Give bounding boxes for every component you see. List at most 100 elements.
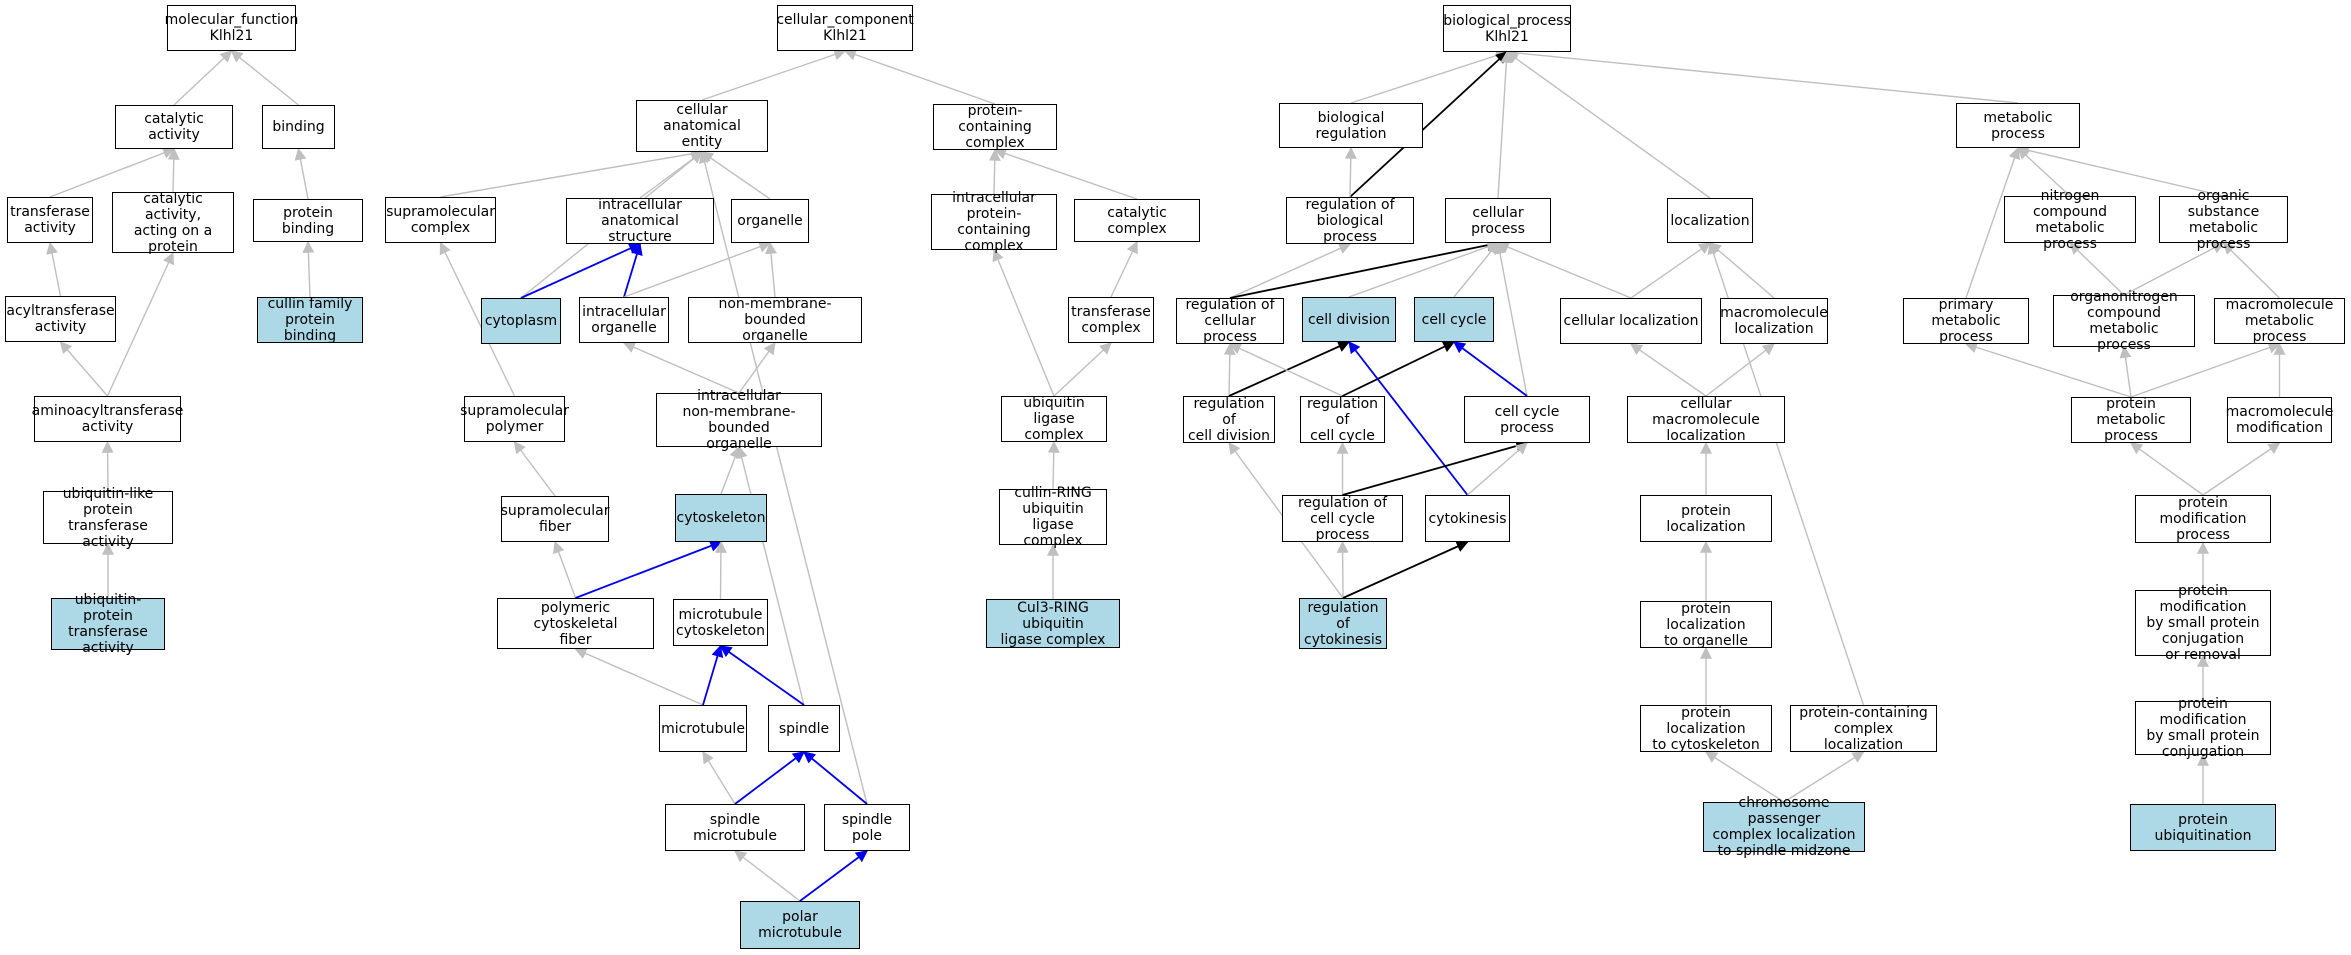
node-intracellular-protein-containing-complex[interactable]: intracellular protein-containing complex — [931, 190, 1057, 254]
node-primary-metabolic-process[interactable]: primary metabolic process — [1903, 297, 2029, 345]
node-protein-containing-complex[interactable]: protein-containing complex — [933, 103, 1057, 151]
edge-primary_met-to-metabolic — [1965, 146, 2021, 299]
edge-ub_ligase_complex-to-intra_prot_complex — [992, 248, 1055, 397]
edge-protein_mod-to-protein_met — [2130, 442, 2204, 496]
edge-protein_binding-to-binding — [294, 147, 309, 200]
edge-polar_mt-to-spindle_mt — [734, 850, 801, 902]
edge-transferase_complex-to-catalytic_complex — [1110, 240, 1138, 298]
edge-reg_cell_division-to-cell_division — [1228, 340, 1351, 397]
edge-organic_met-to-metabolic — [2016, 144, 2224, 197]
node-ubiquitin-ligase-complex[interactable]: ubiquitin ligase complex — [1001, 395, 1107, 443]
node-organelle[interactable]: organelle — [731, 199, 809, 243]
edge-reg_bio_process-to-bio_reg — [1344, 146, 1357, 198]
node-cellular-localization[interactable]: cellular localization — [1560, 298, 1702, 344]
node-cellular-macromolecule-localization[interactable]: cellular macromolecule localization — [1627, 396, 1785, 444]
node-spindle-pole[interactable]: spindle pole — [824, 804, 910, 851]
node-supramolecular-polymer[interactable]: supramolecular polymer — [460, 396, 569, 442]
node-molecular-function-root[interactable]: molecular_function Klhl21 — [165, 5, 298, 51]
edge-cellular_process-to-bp_root — [1497, 50, 1513, 199]
node-cell-division[interactable]: cell division — [1302, 297, 1396, 342]
node-chromosome-passenger-complex-localization[interactable]: chromosome passenger complex localizatio… — [1703, 795, 1865, 859]
node-supramolecular-fiber[interactable]: supramolecular fiber — [501, 496, 609, 542]
edge-reg_cellular_process-to-cellular_process — [1229, 239, 1500, 299]
node-cytokinesis[interactable]: cytokinesis — [1425, 495, 1510, 542]
edge-reg_cell_cycle-to-cell_cycle — [1342, 341, 1456, 397]
node-macromolecule-metabolic-process[interactable]: macromolecule metabolic process — [2214, 297, 2345, 345]
node-cul3-ring-ubiquitin-ligase-complex[interactable]: Cul3-RING ubiquitin ligase complex — [986, 599, 1120, 648]
edge-catalytic_complex-to-prot_complex — [993, 147, 1138, 200]
node-cytoplasm[interactable]: cytoplasm — [481, 298, 561, 344]
node-acyltransferase-activity[interactable]: acyltransferase activity — [5, 296, 116, 342]
edge-cell_cycle_process-to-cell_cycle — [1453, 341, 1528, 397]
node-ubiquitin-protein-transferase[interactable]: ubiquitin-protein transferase activity — [51, 592, 165, 656]
node-protein-metabolic-process[interactable]: protein metabolic process — [2071, 396, 2191, 444]
node-cellular-process[interactable]: cellular process — [1445, 198, 1551, 243]
edge-cell_cycle-to-cellular_process — [1453, 242, 1499, 298]
node-binding[interactable]: binding — [262, 105, 335, 149]
node-regulation-of-cell-division[interactable]: regulation of cell division — [1183, 396, 1275, 444]
node-catalytic-activity-on-protein[interactable]: catalytic activity, acting on a protein — [112, 191, 234, 255]
edge-ubl_transferase-to-aminoacyl — [101, 440, 114, 492]
node-spindle-microtubule[interactable]: spindle microtubule — [665, 804, 805, 851]
node-protein-localization-to-organelle[interactable]: protein localization to organelle — [1640, 601, 1772, 649]
node-protein-containing-complex-localization[interactable]: protein-containing complex localization — [1790, 705, 1937, 753]
node-regulation-of-cellular-process[interactable]: regulation of cellular process — [1176, 297, 1284, 345]
node-intracellular-non-membrane-bounded-organelle[interactable]: intracellular non-membrane-bounded organ… — [656, 388, 822, 452]
edge-ub_ligase_complex-to-transferase_complex — [1053, 342, 1112, 397]
edge-cytoplasm-to-intra_anat — [520, 242, 642, 299]
node-protein-modification-small-protein-conjugation[interactable]: protein modification by small protein co… — [2135, 696, 2271, 760]
node-cullin-ring-ubiquitin-ligase-complex[interactable]: cullin-RING ubiquitin ligase complex — [999, 485, 1107, 549]
node-regulation-of-cell-cycle[interactable]: regulation of cell cycle — [1300, 396, 1385, 444]
node-supramolecular-complex[interactable]: supramolecular complex — [385, 197, 496, 243]
node-transferase-complex[interactable]: transferase complex — [1068, 297, 1154, 343]
node-metabolic-process[interactable]: metabolic process — [1956, 103, 2080, 148]
node-cell-cycle[interactable]: cell cycle — [1414, 297, 1494, 342]
node-regulation-of-biological-process[interactable]: regulation of biological process — [1286, 197, 1414, 245]
edge-nmb_organelle-to-organelle — [765, 241, 777, 298]
edge-cell_macromol_loc-to-cell_localization — [1630, 343, 1707, 397]
node-localization[interactable]: localization — [1667, 198, 1753, 243]
node-catalytic-activity[interactable]: catalytic activity — [115, 105, 233, 149]
node-regulation-of-cell-cycle-process[interactable]: regulation of cell cycle process — [1282, 495, 1403, 543]
node-cell-cycle-process[interactable]: cell cycle process — [1464, 396, 1590, 443]
edge-intra_organelle-to-intra_anat — [623, 242, 643, 298]
node-non-membrane-bounded-organelle[interactable]: non-membrane-bounded organelle — [688, 296, 862, 344]
node-ubiquitin-like-protein-transferase[interactable]: ubiquitin-like protein transferase activ… — [43, 486, 173, 550]
node-intracellular-anatomical-structure[interactable]: intracellular anatomical structure — [566, 197, 714, 245]
node-aminoacyltransferase-activity[interactable]: aminoacyltransferase activity — [32, 396, 183, 442]
node-protein-modification-process[interactable]: protein modification process — [2135, 495, 2271, 543]
node-cullin-family-protein-binding[interactable]: cullin family protein binding — [257, 296, 363, 344]
edge-protein_met-to-primary_met — [1964, 341, 2132, 398]
node-microtubule-cytoskeleton[interactable]: microtubule cytoskeleton — [673, 599, 768, 646]
edge-cytokinesis-to-cell_cycle_process — [1467, 442, 1528, 496]
node-protein-binding[interactable]: protein binding — [253, 199, 363, 242]
edge-cell_cycle_process-to-cellular_process — [1494, 241, 1528, 397]
node-polar-microtubule[interactable]: polar microtubule — [740, 901, 860, 949]
edge-spindle-to-intra_nmb_organelle — [735, 445, 805, 706]
edge-localization-to-bp_root — [1506, 51, 1711, 199]
node-protein-modification-small-protein-conjugation-or-removal[interactable]: protein modification by small protein co… — [2135, 583, 2271, 663]
node-nitrogen-compound-metabolic-process[interactable]: nitrogen compound metabolic process — [2004, 188, 2136, 252]
edge-mt_cytoskeleton-to-cytoskeleton — [714, 540, 727, 600]
node-catalytic-complex[interactable]: catalytic complex — [1074, 199, 1200, 242]
node-protein-ubiquitination[interactable]: protein ubiquitination — [2130, 804, 2276, 851]
edge-spindle_pole-to-anat_entity — [698, 150, 868, 805]
node-organic-substance-metabolic-process[interactable]: organic substance metabolic process — [2159, 188, 2288, 252]
node-spindle[interactable]: spindle — [768, 705, 840, 752]
node-macromolecule-modification[interactable]: macromolecule modification — [2226, 397, 2333, 443]
node-intracellular-organelle[interactable]: intracellular organelle — [579, 297, 669, 343]
node-macromolecule-localization[interactable]: macromolecule localization — [1720, 298, 1828, 344]
node-protein-localization[interactable]: protein localization — [1640, 495, 1772, 542]
node-protein-localization-to-cytoskeleton[interactable]: protein localization to cytoskeleton — [1640, 705, 1772, 753]
node-transferase-activity[interactable]: transferase activity — [7, 197, 93, 243]
node-polymeric-cytoskeletal-fiber[interactable]: polymeric cytoskeletal fiber — [497, 598, 654, 649]
node-microtubule[interactable]: microtubule — [659, 705, 747, 752]
node-regulation-of-cytokinesis[interactable]: regulation of cytokinesis — [1299, 598, 1387, 649]
node-biological-process-root[interactable]: biological_process Klhl21 — [1443, 5, 1571, 52]
edge-crl_complex-to-ub_ligase_complex — [1047, 440, 1060, 490]
node-organonitrogen-compound-metabolic-process[interactable]: organonitrogen compound metabolic proces… — [2053, 289, 2195, 353]
node-cellular-anatomical-entity[interactable]: cellular anatomical entity — [636, 100, 768, 152]
node-cellular-component-root[interactable]: cellular_component Klhl21 — [776, 5, 914, 51]
node-biological-regulation[interactable]: biological regulation — [1279, 103, 1423, 148]
node-cytoskeleton[interactable]: cytoskeleton — [675, 494, 767, 542]
